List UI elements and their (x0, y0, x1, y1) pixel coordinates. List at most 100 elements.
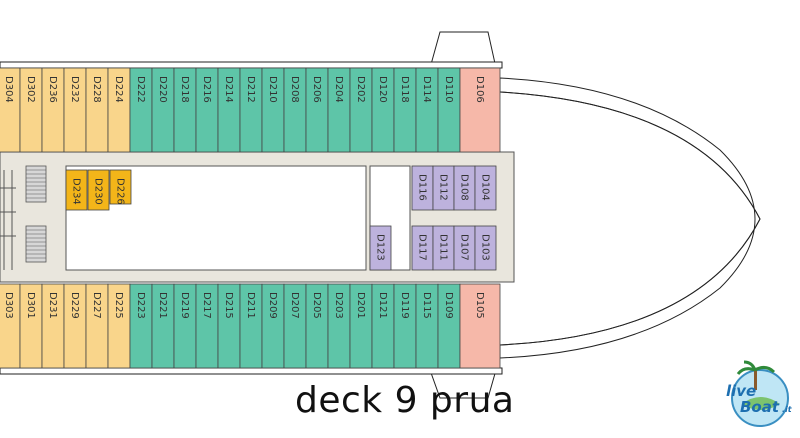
cabin-d227[interactable]: D227 (85, 283, 109, 369)
cabin-d117[interactable]: D117 (411, 225, 434, 271)
cabin-number: D301 (25, 292, 36, 319)
cabin-box (65, 169, 88, 211)
cabin-d104[interactable]: D104 (474, 165, 497, 211)
cabin-d230[interactable]: D230 (87, 169, 110, 211)
cabin-box (474, 225, 497, 271)
cabin-number: D215 (223, 292, 234, 319)
cabin-d228[interactable]: D228 (85, 67, 109, 153)
cabin-box (474, 165, 497, 211)
cabin-d221[interactable]: D221 (151, 283, 175, 369)
cabin-number: D202 (355, 76, 366, 103)
cabin-d203[interactable]: D203 (327, 283, 351, 369)
cabin-d107[interactable]: D107 (453, 225, 476, 271)
cabin-d220[interactable]: D220 (151, 67, 175, 153)
cabin-number: D109 (443, 292, 454, 319)
cabin-d302[interactable]: D302 (19, 67, 43, 153)
cabin-d105[interactable]: D105 (459, 283, 501, 369)
cabin-number: D223 (135, 292, 146, 319)
cabin-d222[interactable]: D222 (129, 67, 153, 153)
cabin-d223[interactable]: D223 (129, 283, 153, 369)
cabin-d304[interactable]: D304 (0, 67, 21, 153)
cabin-number: D212 (245, 76, 256, 103)
logo-text-live: live (726, 382, 756, 400)
cabin-d209[interactable]: D209 (261, 283, 285, 369)
cabin-d103[interactable]: D103 (474, 225, 497, 271)
cabin-d112[interactable]: D112 (432, 165, 455, 211)
cabin-number: D114 (421, 76, 432, 103)
cabin-d214[interactable]: D214 (217, 67, 241, 153)
cabin-d120[interactable]: D120 (371, 67, 395, 153)
cabin-d116[interactable]: D116 (411, 165, 434, 211)
hull-bottom-strip (0, 367, 503, 375)
cabin-d108[interactable]: D108 (453, 165, 476, 211)
cabin-number: D220 (157, 76, 168, 103)
cabin-number: D304 (3, 76, 14, 103)
logo-text-boat: Boat (740, 398, 780, 416)
cabin-d202[interactable]: D202 (349, 67, 373, 153)
cabin-number: D207 (289, 292, 300, 319)
cabin-d201[interactable]: D201 (349, 283, 373, 369)
cabin-d301[interactable]: D301 (19, 283, 43, 369)
cabin-d119[interactable]: D119 (393, 283, 417, 369)
staircase (25, 165, 47, 263)
cabin-d212[interactable]: D212 (239, 67, 263, 153)
bow-outline (499, 77, 761, 359)
cabin-d206[interactable]: D206 (305, 67, 329, 153)
cabin-d224[interactable]: D224 (107, 67, 131, 153)
cabin-d121[interactable]: D121 (371, 283, 395, 369)
cabin-d106[interactable]: D106 (459, 67, 501, 153)
cabin-number: D123 (375, 234, 386, 261)
cabin-number: D218 (179, 76, 190, 103)
cabin-d111[interactable]: D111 (432, 225, 455, 271)
cabin-d114[interactable]: D114 (415, 67, 439, 153)
cabin-number: D217 (201, 292, 212, 319)
cabin-d231[interactable]: D231 (41, 283, 65, 369)
cabin-number: D206 (311, 76, 322, 103)
cabin-d115[interactable]: D115 (415, 283, 439, 369)
cabin-d207[interactable]: D207 (283, 283, 307, 369)
cabin-number: D106 (474, 76, 485, 103)
cabin-number: D115 (421, 292, 432, 319)
cabin-number: D111 (438, 234, 449, 261)
cabin-d217[interactable]: D217 (195, 283, 219, 369)
cabin-number: D210 (267, 76, 278, 103)
cabin-d123[interactable]: D123 (369, 225, 392, 271)
cabin-d210[interactable]: D210 (261, 67, 285, 153)
cabin-d226[interactable]: D226 (109, 169, 132, 205)
cabin-number: D119 (399, 292, 410, 319)
cabin-d225[interactable]: D225 (107, 283, 131, 369)
cabin-number: D110 (443, 76, 454, 103)
cabin-d110[interactable]: D110 (437, 67, 461, 153)
cabin-d205[interactable]: D205 (305, 283, 329, 369)
cabin-number: D116 (417, 174, 428, 201)
cabin-d236[interactable]: D236 (41, 67, 65, 153)
cabin-number: D208 (289, 76, 300, 103)
cabin-d234[interactable]: D234 (65, 169, 88, 211)
cabin-d303[interactable]: D303 (0, 283, 21, 369)
cabin-number: D219 (179, 292, 190, 319)
cabin-number: D209 (267, 292, 278, 319)
cabin-d211[interactable]: D211 (239, 283, 263, 369)
cabin-number: D232 (69, 76, 80, 103)
cabin-d204[interactable]: D204 (327, 67, 351, 153)
cabin-d118[interactable]: D118 (393, 67, 417, 153)
cabin-d229[interactable]: D229 (63, 283, 87, 369)
cabin-d215[interactable]: D215 (217, 283, 241, 369)
cabin-d216[interactable]: D216 (195, 67, 219, 153)
cabin-d109[interactable]: D109 (437, 283, 461, 369)
cabin-d219[interactable]: D219 (173, 283, 197, 369)
cabin-number: D227 (91, 292, 102, 319)
liveboat-logo: live Boat .it (726, 360, 793, 427)
cabin-d208[interactable]: D208 (283, 67, 307, 153)
cabin-number: D211 (245, 292, 256, 319)
cabin-number: D229 (69, 292, 80, 319)
cabin-number: D108 (459, 174, 470, 201)
cabin-number: D225 (113, 292, 124, 319)
cabin-number: D120 (377, 76, 388, 103)
deck-title: deck 9 prua (295, 380, 515, 421)
cabin-number: D205 (311, 292, 322, 319)
cabin-d218[interactable]: D218 (173, 67, 197, 153)
cabin-d232[interactable]: D232 (63, 67, 87, 153)
cabin-number: D117 (417, 234, 428, 261)
